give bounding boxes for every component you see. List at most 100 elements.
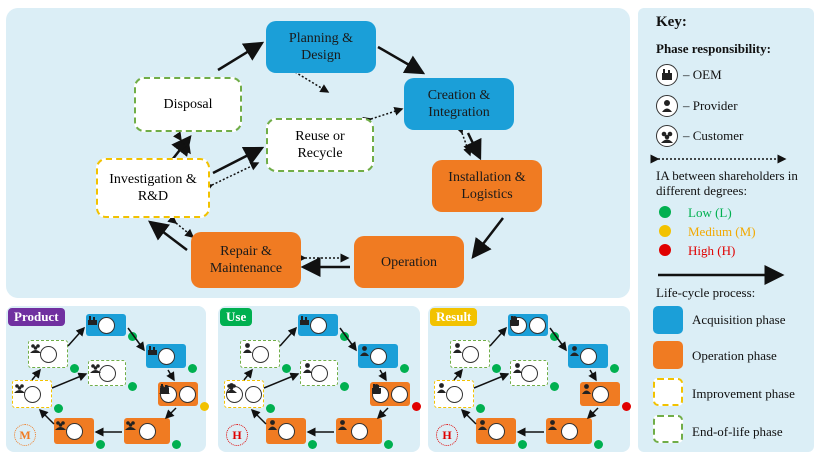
mini-box <box>88 360 126 386</box>
mini-box <box>336 418 382 444</box>
ia-dot <box>266 404 275 413</box>
low-dot <box>659 206 671 218</box>
provider-icon <box>513 363 538 382</box>
operation-swatch <box>653 341 683 369</box>
ia-text-1: IA between shareholders in <box>656 168 798 183</box>
arrow-disposal-planning <box>217 41 265 72</box>
ia-dot <box>550 332 559 341</box>
mini-box <box>266 418 306 444</box>
high-label: High (H) <box>688 243 736 258</box>
ia-dot <box>54 404 63 413</box>
ia-dot <box>172 440 181 449</box>
mini-box <box>568 344 608 368</box>
ia-dot <box>128 382 137 391</box>
panel-label-result: Result <box>430 308 478 326</box>
ia-arrow-1 <box>286 64 330 93</box>
mini-arrow <box>51 372 88 389</box>
provider-icon <box>303 363 328 382</box>
mini-box <box>12 380 52 408</box>
mini-arrow <box>489 326 507 347</box>
mini-arrow <box>166 369 175 382</box>
panel-label-product: Product <box>8 308 65 326</box>
low-label: Low (L) <box>688 205 732 220</box>
high-dot <box>659 244 671 256</box>
mini-box <box>54 418 94 444</box>
operation-phase-label: Operation phase <box>692 348 777 363</box>
mini-arrow <box>453 368 463 381</box>
customer-icon <box>90 364 116 382</box>
mini-arrow <box>586 407 599 420</box>
ia-arrow-2 <box>362 107 404 126</box>
eol-label: End-of-life phase <box>692 424 783 439</box>
ia-dot <box>70 364 79 373</box>
medium-label: Medium (M) <box>688 224 756 239</box>
mini-arrow <box>67 326 85 347</box>
oem-icon <box>148 346 175 365</box>
mini-arrow <box>460 408 477 425</box>
customer-icon <box>14 384 41 403</box>
customer-icon <box>125 421 156 440</box>
mini-arrow <box>38 408 55 425</box>
mini-box <box>580 382 620 406</box>
installation-logistics-box: Installation & Logistics <box>432 160 542 212</box>
mini-box <box>434 380 474 408</box>
mini-arrow <box>279 326 297 347</box>
mini-arrow <box>378 369 387 382</box>
planning-design-box: Planning & Design <box>266 21 376 73</box>
repair-maintenance-box: Repair & Maintenance <box>191 232 301 288</box>
mini-box <box>546 418 592 444</box>
ia-dot <box>492 364 501 373</box>
ia-dot <box>340 332 349 341</box>
customer-icon <box>30 344 57 363</box>
provider-icon <box>656 95 678 117</box>
ia-text-2: different degrees: <box>656 183 748 198</box>
customer-icon <box>656 125 678 147</box>
mini-arrow <box>376 407 389 420</box>
customer-icon <box>226 384 262 403</box>
oem-icon <box>300 316 327 334</box>
ia-dot <box>622 402 631 411</box>
customer-icon <box>159 385 196 403</box>
provider-icon <box>243 343 269 363</box>
arrow-planning-creation <box>377 45 426 75</box>
ia-dot <box>476 404 485 413</box>
mini-arrow <box>127 327 145 352</box>
operation-box: Operation <box>354 236 464 288</box>
ia-dot <box>400 364 409 373</box>
eol-swatch <box>653 415 683 443</box>
mini-arrow <box>588 369 597 382</box>
ia-dot <box>128 332 137 341</box>
arrow-installation-operation <box>471 217 504 259</box>
ia-dot <box>282 364 291 373</box>
acquisition-swatch <box>653 306 683 334</box>
mini-box <box>358 344 398 368</box>
reuse-recycle-box: Reuse or Recycle <box>266 118 374 172</box>
ia-level-label: M <box>14 424 36 446</box>
mini-arrow <box>31 368 41 381</box>
disposal-box: Disposal <box>134 77 242 132</box>
acquisition-label: Acquisition phase <box>692 312 786 327</box>
mini-box <box>146 344 186 368</box>
mini-box <box>300 360 338 386</box>
ia-dot <box>594 440 603 449</box>
mini-box <box>298 314 338 336</box>
provider-icon <box>268 420 295 440</box>
ia-level-label: H <box>226 424 248 446</box>
provider-icon <box>437 383 463 403</box>
mini-arrow <box>473 372 510 389</box>
mini-box <box>158 382 198 406</box>
improvement-swatch <box>653 378 683 406</box>
mini-arrow <box>263 372 300 389</box>
provider-icon <box>478 420 505 440</box>
mini-box <box>510 360 548 386</box>
mini-box <box>224 380 264 408</box>
mini-arrow <box>164 407 177 420</box>
mini-box <box>86 314 126 336</box>
ia-arrow-7 <box>203 162 260 193</box>
mini-box <box>124 418 170 444</box>
mini-arrow <box>243 368 253 381</box>
panel-label-use: Use <box>220 308 253 326</box>
